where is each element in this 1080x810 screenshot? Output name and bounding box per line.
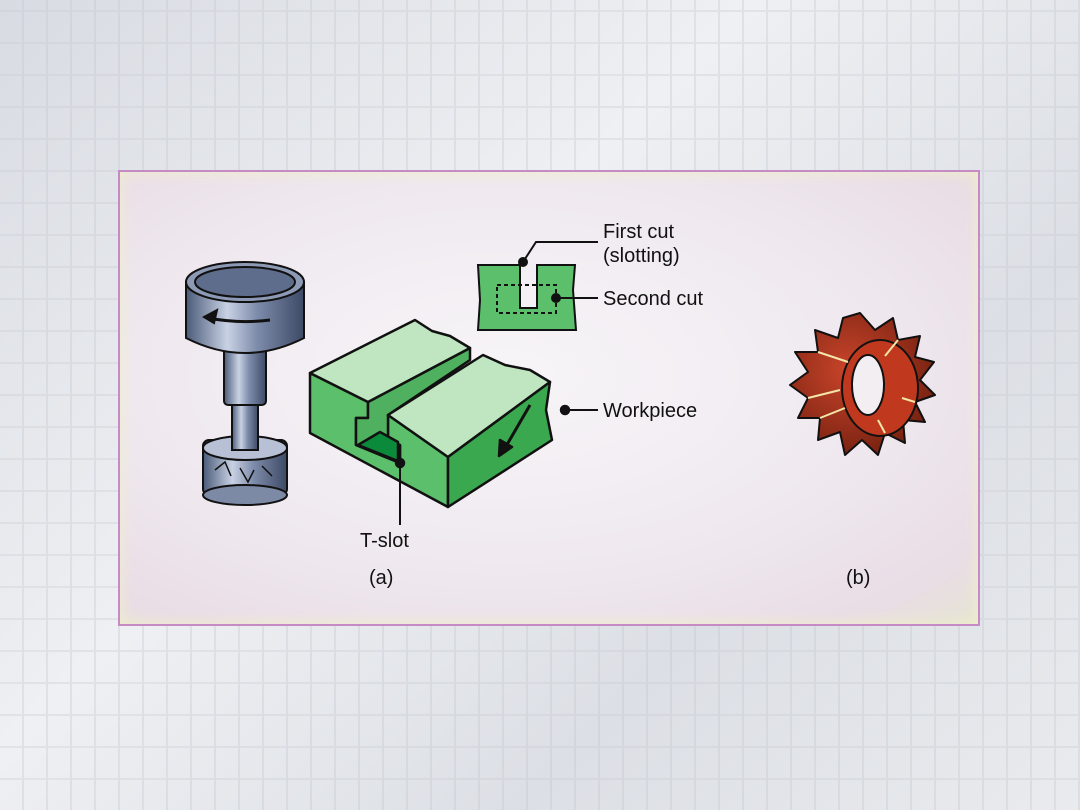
label-first-cut: First cut [603,221,675,243]
rotation-arrowhead-icon [201,308,219,325]
cutter-teeth [214,460,273,484]
label-second-cut: Second cut [603,288,704,310]
workpiece [308,318,598,525]
label-t-slot: T-slot [360,530,409,552]
cutter-head-bottom [202,484,288,506]
label-workpiece: Workpiece [603,400,698,422]
feed-arrowhead-icon [497,438,514,458]
milling-cutter [789,312,936,456]
cutter-neck [231,399,259,451]
caption-a: (a) [369,567,394,589]
t-slot-bottom [356,430,400,463]
left-block-top [308,318,472,404]
slot-cross-section [476,241,598,331]
label-slotting: (slotting) [603,245,680,267]
t-slot-cutter [185,261,305,506]
holder-cup [194,266,296,298]
caption-b: (b) [846,567,871,589]
cutter-bore [851,354,885,416]
feed-arrow-icon [503,404,532,449]
